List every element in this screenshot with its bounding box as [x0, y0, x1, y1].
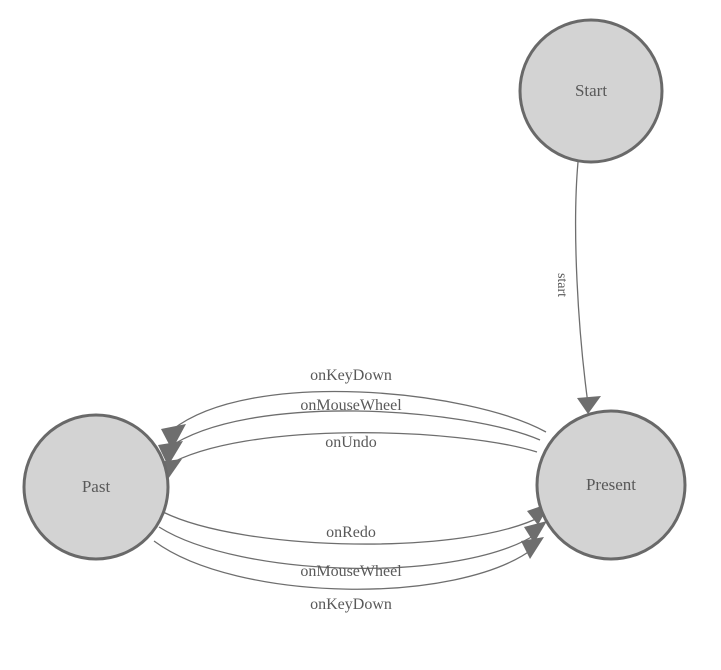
node-past-circle [22, 413, 170, 561]
edge-start-to-present[interactable]: start [554, 161, 601, 414]
edge-start-to-present-arrowhead [577, 396, 601, 414]
edge-present-to-past-onkeydown-path [171, 390, 547, 433]
edge-present-to-past-onundo-label: onUndo [325, 434, 377, 451]
edge-past-to-present-onmousewheel-arrowhead [524, 521, 547, 543]
edge-present-to-past-onundo[interactable]: onUndo [157, 432, 538, 482]
node-present-label: Present [586, 475, 636, 494]
edge-past-to-present-onkeydown[interactable]: onKeyDown [153, 537, 544, 613]
node-past-label: Past [82, 477, 111, 496]
edge-present-to-past-onkeydown-label: onKeyDown [310, 367, 392, 384]
node-start-label: Start [575, 81, 607, 100]
edge-present-to-past-onmousewheel-arrowhead [158, 441, 183, 466]
edge-past-to-present-onmousewheel-path [158, 526, 539, 570]
node-present-circle [535, 409, 687, 561]
edge-start-to-present-label: start [554, 273, 569, 297]
edge-present-to-past-onundo-path [165, 432, 538, 467]
edge-present-to-past-onmousewheel[interactable]: onMouseWheel [158, 397, 541, 466]
edge-past-to-present-onkeydown-arrowhead [521, 537, 544, 559]
edge-past-to-present-onredo[interactable]: onRedo [162, 503, 550, 545]
edge-start-to-present-path [574, 161, 589, 405]
node-start-circle [518, 18, 664, 164]
edge-past-to-present-onkeydown-label: onKeyDown [310, 596, 392, 613]
node-present[interactable]: Present [535, 409, 687, 561]
edge-past-to-present-onredo-label: onRedo [326, 524, 376, 541]
edge-present-to-past-onkeydown-arrowhead [161, 424, 186, 450]
edge-past-to-present-onmousewheel-label: onMouseWheel [300, 563, 402, 580]
edge-past-to-present-onredo-path [162, 511, 543, 545]
edge-present-to-past-onkeydown[interactable]: onKeyDown [161, 367, 547, 450]
node-start[interactable]: Start [518, 18, 664, 164]
edge-present-to-past-onmousewheel-label: onMouseWheel [300, 397, 402, 414]
edge-past-to-present-onkeydown-path [153, 540, 535, 590]
edge-present-to-past-onmousewheel-path [167, 410, 541, 449]
edge-past-to-present-onmousewheel[interactable]: onMouseWheel [158, 521, 547, 580]
node-past[interactable]: Past [22, 413, 170, 561]
